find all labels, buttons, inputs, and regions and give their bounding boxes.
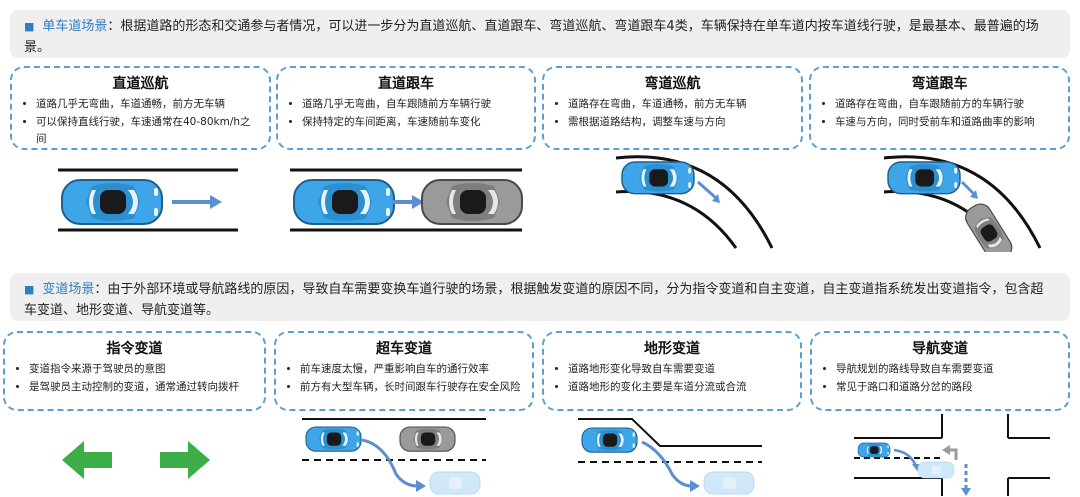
card-curve-follow: 弯道跟车 道路存在弯曲，自车跟随前方的车辆行驶 车速与方向，同时受前车和道路曲率… — [809, 66, 1070, 150]
card-curve-cruise: 弯道巡航 道路存在弯曲，车道通畅，前方无车辆 需根据道路结构，调整车速与方向 — [542, 66, 803, 150]
section1-banner: ■ 单车道场景：根据道路的形态和交通参与者情况，可以进一步分为直道巡航、直道跟车、… — [10, 10, 1070, 58]
card-bullet: 导航规划的路线导致自车需要变道 — [836, 361, 1058, 378]
ego-car-icon — [857, 442, 891, 458]
straight-follow-illustration — [290, 168, 523, 232]
card-title: 地形变道 — [644, 341, 700, 357]
card-bullet: 道路几乎无弯曲，车道通畅，前方无车辆 — [36, 96, 259, 113]
lead-car-icon — [421, 179, 523, 225]
curve-cruise-illustration — [615, 155, 774, 249]
section2-desc: ：由于外部环境或导航路线的原因，导致自车需要变换车道行驶的场景，根据触发变道的原… — [24, 282, 1044, 318]
square-bullet-icon: ■ — [24, 20, 35, 33]
ego-car-icon — [293, 179, 395, 225]
card-bullet: 常见于路口和道路分岔的路段 — [836, 379, 1058, 396]
card-navigation-lane-change: 导航变道 导航规划的路线导致自车需要变道 常见于路口和道路分岔的路段 — [810, 331, 1070, 411]
ego-car-icon — [621, 161, 695, 195]
section2-banner: ■ 变道场景：由于外部环境或导航路线的原因，导致自车需要变换车道行驶的场景，根据触… — [10, 273, 1070, 321]
card-title: 指令变道 — [106, 341, 163, 357]
direction-arrow-icon — [893, 448, 918, 467]
card-straight-follow: 直道跟车 道路几乎无弯曲，自车跟随前方车辆行驶 保持特定的车间距离，车速随前车变… — [276, 66, 536, 150]
section1-desc: ：根据道路的形态和交通参与者情况，可以进一步分为直道巡航、直道跟车、弯道巡航、弯… — [24, 19, 1039, 55]
direction-arrow-icon — [392, 195, 424, 209]
ego-car-icon — [305, 426, 362, 452]
navigation-lane-change-illustration — [854, 414, 1050, 496]
card-bullet: 前方有大型车辆，长时间跟车行驶存在安全风险 — [300, 379, 522, 396]
curve-follow-illustration — [883, 155, 1042, 252]
direction-arrow-icon — [697, 180, 720, 203]
direction-arrow-icon — [641, 440, 693, 488]
card-terrain-lane-change: 地形变道 道路地形变化导致自车需要变道 道路地形的变化主要是车道分流或合流 — [542, 331, 802, 411]
card-bullet: 需根据道路结构，调整车速与方向 — [568, 114, 791, 131]
direction-arrow-icon — [361, 438, 419, 488]
ego-car-icon — [581, 427, 638, 453]
direction-arrow-icon — [172, 195, 222, 209]
command-lane-change-illustration — [62, 441, 210, 479]
card-bullet: 可以保持直线行驶，车速通常在40-80km/h之间 — [36, 114, 259, 148]
green-right-arrow-icon — [160, 441, 210, 479]
lead-car-icon — [961, 199, 1017, 252]
card-title: 弯道巡航 — [644, 76, 701, 92]
card-title: 超车变道 — [376, 341, 432, 357]
section2-key: 变道场景 — [42, 282, 95, 297]
card-bullet: 道路存在弯曲，自车跟随前方的车辆行驶 — [835, 96, 1058, 113]
target-car-icon — [703, 471, 755, 495]
card-title: 直道跟车 — [378, 76, 434, 92]
card-title: 直道巡航 — [112, 76, 169, 92]
target-car-icon — [917, 461, 955, 479]
green-left-arrow-icon — [62, 441, 112, 479]
ego-car-icon — [887, 161, 961, 195]
target-car-icon — [429, 471, 481, 495]
card-bullet: 变道指令来源于驾驶员的意图 — [29, 361, 254, 378]
card-straight-cruise: 直道巡航 道路几乎无弯曲，车道通畅，前方无车辆 可以保持直线行驶，车速通常在40… — [10, 66, 271, 150]
terrain-lane-change-illustration — [578, 418, 762, 495]
card-bullet: 是驾驶员主动控制的变道，通常通过转向拨杆 — [29, 379, 254, 396]
card-bullet: 道路地形的变化主要是车道分流或合流 — [568, 379, 790, 396]
card-overtake-lane-change: 超车变道 前车速度太慢，严重影响自车的通行效率 前方有大型车辆，长时间跟车行驶存… — [274, 331, 534, 411]
card-command-lane-change: 指令变道 变道指令来源于驾驶员的意图 是驾驶员主动控制的变道，通常通过转向拨杆 — [3, 331, 266, 411]
card-bullet: 道路几乎无弯曲，自车跟随前方车辆行驶 — [302, 96, 524, 113]
direction-arrow-icon — [960, 180, 978, 199]
card-title: 弯道跟车 — [911, 76, 968, 92]
card-bullet: 前车速度太慢，严重影响自车的通行效率 — [300, 361, 522, 378]
turn-left-arrow-icon — [948, 448, 958, 460]
section1-key: 单车道场景 — [42, 19, 108, 34]
overtake-lane-change-illustration — [302, 418, 486, 495]
card-title: 导航变道 — [912, 341, 968, 357]
card-bullet: 车速与方向，同时受前车和道路曲率的影响 — [835, 114, 1058, 131]
card-bullet: 道路地形变化导致自车需要变道 — [568, 361, 790, 378]
straight-cruise-illustration — [58, 168, 238, 232]
ego-car-icon — [61, 179, 163, 225]
card-bullet: 保持特定的车间距离，车速随前车变化 — [302, 114, 524, 131]
square-bullet-icon: ■ — [24, 283, 35, 296]
card-bullet: 道路存在弯曲，车道通畅，前方无车辆 — [568, 96, 791, 113]
lead-car-icon — [399, 426, 456, 452]
